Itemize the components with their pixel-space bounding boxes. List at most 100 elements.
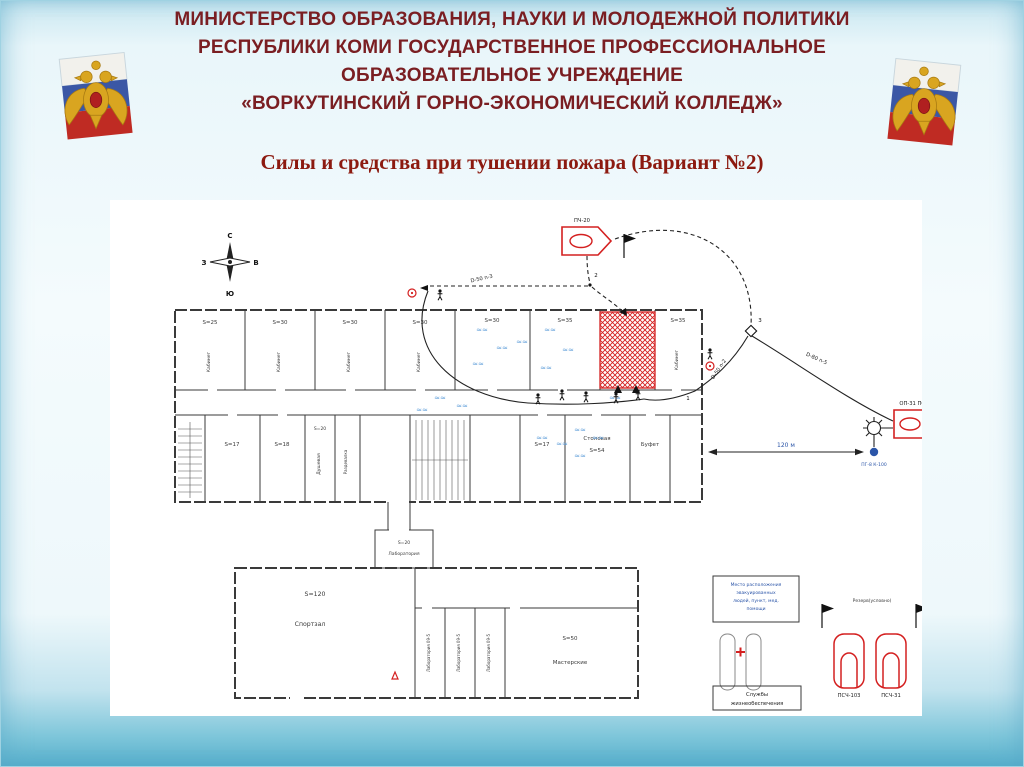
legend: Место расположения эвакуированных людей,… xyxy=(712,575,929,711)
legend-evac-line: эвакуированных xyxy=(736,591,776,596)
svg-text:≈≈: ≈≈ xyxy=(456,402,468,410)
legend-reserve-label: Резерв(условно) xyxy=(853,598,892,604)
room-label: Раздевалка xyxy=(343,449,348,474)
svg-text:≈≈: ≈≈ xyxy=(574,452,586,460)
room-label: Лаборатория 09-5 xyxy=(426,634,431,672)
title-line-3: ОБРАЗОВАТЕЛЬНОЕ УЧРЕЖДЕНИЕ xyxy=(340,65,683,86)
room-label: S=17 xyxy=(224,442,240,448)
main-building xyxy=(174,309,703,503)
legend-truck1-label: ПСЧ-103 xyxy=(838,693,861,699)
svg-text:≈≈: ≈≈ xyxy=(516,338,528,346)
fire-truck-right-icon xyxy=(893,409,945,439)
floor-plan-svg: С Ю З В xyxy=(174,218,955,711)
svg-text:≈≈: ≈≈ xyxy=(574,426,586,434)
room-label: Спортзал xyxy=(295,621,326,628)
arrow-icon xyxy=(619,308,627,316)
branch-number: 1 xyxy=(686,396,690,402)
svg-text:≈≈: ≈≈ xyxy=(434,394,446,402)
svg-text:≈≈: ≈≈ xyxy=(562,346,574,354)
room-label: S=54 xyxy=(589,448,605,454)
room-label: S=18 xyxy=(274,442,290,448)
coat-of-arms-left xyxy=(48,44,144,155)
svg-text:≈≈: ≈≈ xyxy=(496,344,508,352)
branch-number: 2 xyxy=(594,273,598,279)
flag-eagle-left-icon xyxy=(58,52,133,140)
svg-text:≈≈: ≈≈ xyxy=(476,326,488,334)
room-label: S=30 xyxy=(484,318,500,324)
compass-rose: С Ю З В xyxy=(202,232,259,298)
floor-plan: С Ю З В xyxy=(110,200,955,716)
room-label: Мастерские xyxy=(553,660,588,666)
arrow-icon xyxy=(420,285,428,291)
svg-text:≈≈: ≈≈ xyxy=(540,364,552,372)
room-label: Кабинет xyxy=(416,351,422,372)
distance-arrow: 120 м xyxy=(708,442,864,456)
hose-label: D-50 n-3 xyxy=(470,274,493,285)
reserve-truck-2-icon xyxy=(875,633,907,689)
title-line-4: «ВОРКУТИНСКИЙ ГОРНО-ЭКОНОМИЧЕСКИЙ КОЛЛЕД… xyxy=(241,93,783,114)
svg-text:≈≈: ≈≈ xyxy=(544,326,556,334)
room-label: Кабинет xyxy=(276,351,282,372)
svg-text:≈≈: ≈≈ xyxy=(416,406,428,414)
flag-eagle-right-icon xyxy=(887,58,962,146)
room-label: S=25 xyxy=(202,320,218,326)
hose-lines xyxy=(420,229,894,422)
room-label: Кабинет xyxy=(206,351,212,372)
hydrant-label: ПГ-8 К-100 xyxy=(861,462,887,468)
room-label: S=17 xyxy=(534,442,550,448)
room-label: S=30 xyxy=(342,320,358,326)
room-label: Кабинет xyxy=(346,351,352,372)
room-label: S=20 xyxy=(314,426,326,432)
firefighter-icons xyxy=(437,288,713,405)
svg-text:≈≈: ≈≈ xyxy=(556,440,568,448)
legend-evac-line: людей, пункт, мед. xyxy=(733,597,779,604)
svg-text:≈≈: ≈≈ xyxy=(536,434,548,442)
room-label: S=35 xyxy=(670,318,686,324)
room-label: Душевая xyxy=(316,453,322,475)
room-label: Лаборатория 09-5 xyxy=(486,634,491,672)
unit-label: ОП-31 ПСЧ xyxy=(899,401,922,407)
red-cross-icon xyxy=(736,647,745,657)
branch-number: 3 xyxy=(758,318,762,324)
svg-text:≈≈: ≈≈ xyxy=(609,394,621,402)
room-label: Лаборатория xyxy=(388,551,419,557)
lab-annex xyxy=(374,500,434,569)
hydrant-markers xyxy=(407,288,715,371)
water-source: ПГ-8 К-100 xyxy=(861,417,893,468)
compass-west-label: З xyxy=(202,259,207,267)
hydrant-icon xyxy=(869,447,879,457)
fire-area xyxy=(599,311,656,389)
room-label: S=120 xyxy=(305,591,326,598)
compass-south-label: Ю xyxy=(226,290,234,298)
water-waves: ≈≈ ≈≈ ≈≈ ≈≈ ≈≈ ≈≈ ≈≈ ≈≈ ≈≈ ≈≈ ≈≈ ≈≈ ≈≈ ≈… xyxy=(416,326,621,460)
room-label: S=30 xyxy=(412,320,428,326)
nozzle-arrow-icon xyxy=(614,385,622,393)
room-label: Кабинет xyxy=(674,349,680,370)
room-label: S=50 xyxy=(562,636,578,642)
room-label: S=35 xyxy=(557,318,573,324)
annex-building xyxy=(234,567,639,700)
hose-branch-icon xyxy=(744,324,758,338)
station-label: ПЧ-20 xyxy=(574,218,590,224)
legend-evac-line: помощи xyxy=(746,607,765,612)
stairwell-left-icon xyxy=(178,422,202,498)
legend-evac-line: Место расположения xyxy=(731,582,782,588)
room-label: S=20 xyxy=(398,540,410,546)
evac-post-icon xyxy=(719,633,736,691)
nozzle-icon xyxy=(391,670,399,680)
legend-services-line: жизнеобеспечения xyxy=(731,701,784,707)
room-label: Лаборатория 09-5 xyxy=(456,634,461,672)
title-line-2: РЕСПУБЛИКИ КОМИ ГОСУДАРСТВЕННОЕ ПРОФЕССИ… xyxy=(198,37,826,58)
room-label: S=30 xyxy=(272,320,288,326)
legend-truck2-label: ПСЧ-31 xyxy=(881,693,901,699)
hose-label: D-80 n-5 xyxy=(805,352,828,367)
slide-subtitle: Силы и средства при тушении пожара (Вари… xyxy=(260,150,764,174)
compass-east-label: В xyxy=(253,259,258,267)
stairs-main-icon xyxy=(412,420,468,500)
evac-post-icon xyxy=(745,633,762,691)
distance-label: 120 м xyxy=(777,442,795,449)
door-gaps xyxy=(208,387,681,417)
reserve-truck-1-icon xyxy=(833,633,865,689)
slide-title: МИНИСТЕРСТВО ОБРАЗОВАНИЯ, НАУКИ И МОЛОДЕ… xyxy=(60,6,964,118)
